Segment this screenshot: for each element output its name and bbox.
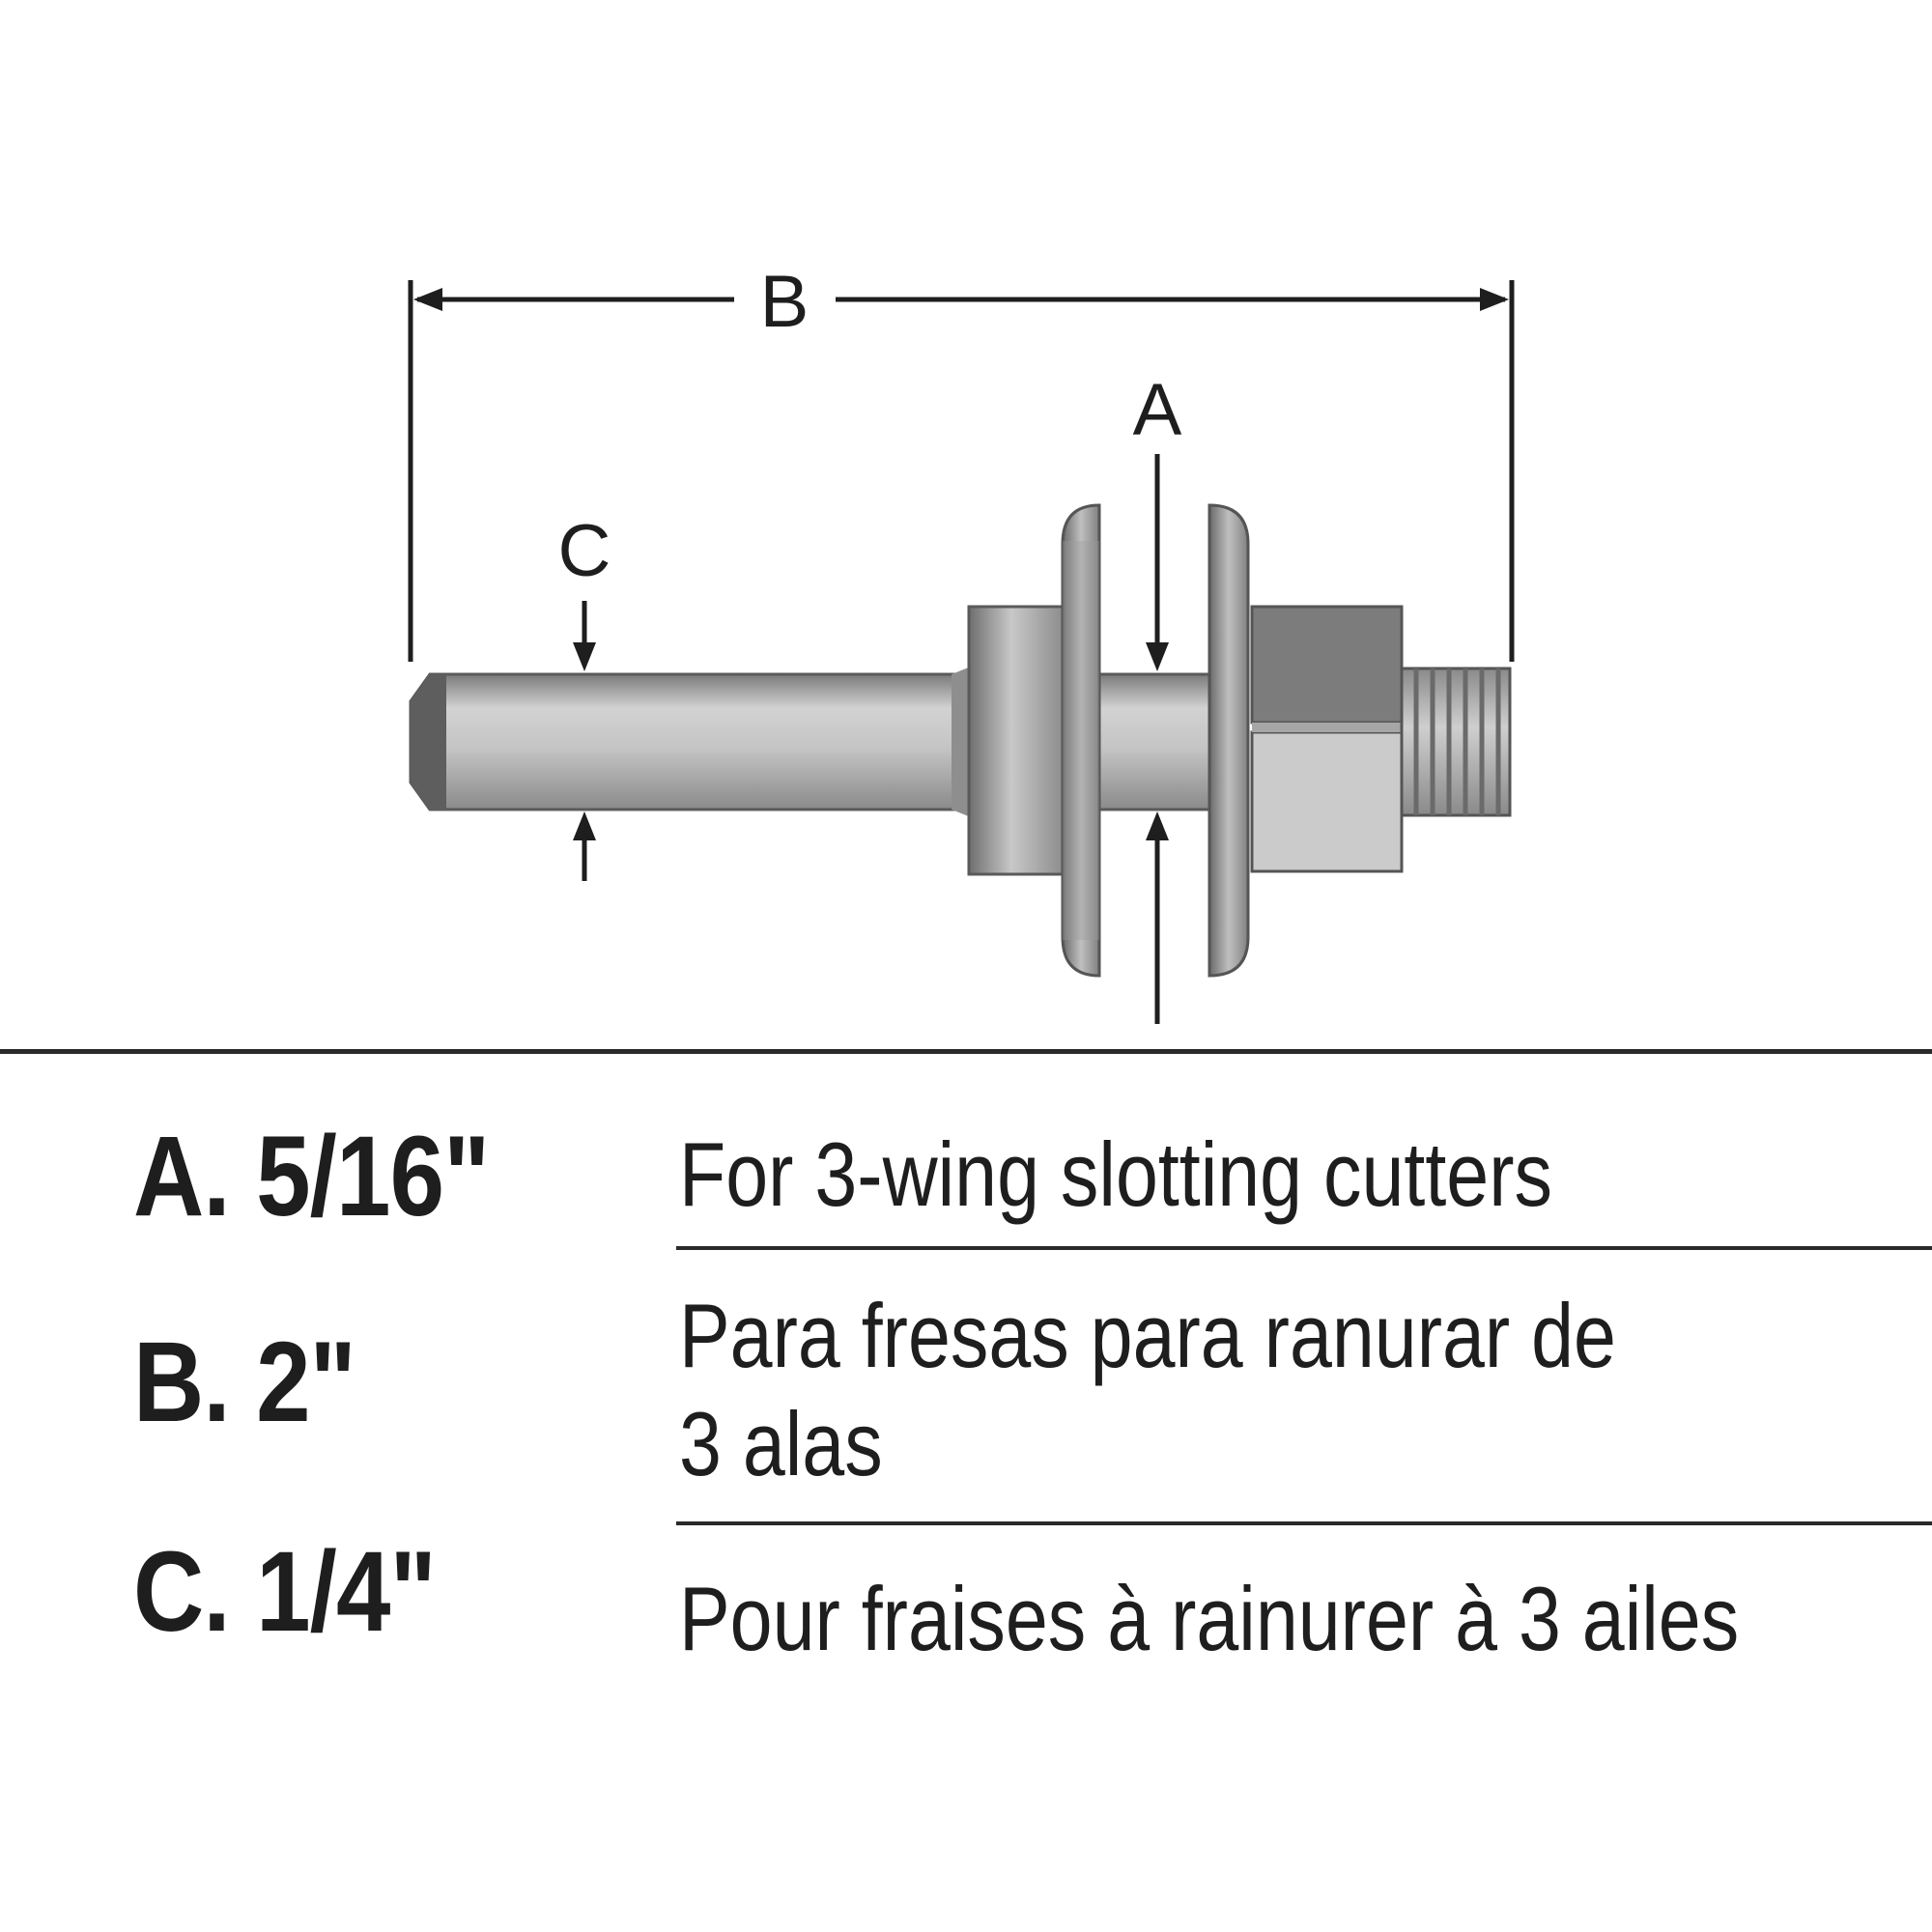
arbor-diagram: B A C (408, 261, 1515, 1024)
collar (967, 605, 1065, 876)
spec-divider-1 (676, 1246, 1932, 1250)
threaded-end (1400, 667, 1512, 817)
spec-text-french: Pour fraises à rainurer à 3 ailes (679, 1568, 1740, 1669)
right-washer (1208, 503, 1250, 978)
spec-text-spanish: Para fresas para ranurar de 3 alas (679, 1285, 1616, 1494)
spec-text-english: For 3-wing slotting cutters (679, 1123, 1552, 1225)
left-washer (1061, 503, 1101, 978)
shank (409, 665, 976, 819)
dimension-c (573, 601, 596, 881)
dimension-c-label: C (558, 510, 611, 592)
dimension-a (1146, 454, 1169, 1024)
dimension-b (408, 280, 1515, 662)
spec-code-a: A. 5/16" (133, 1113, 490, 1240)
spec-code-b: B. 2" (133, 1319, 356, 1446)
dimension-b-label: B (760, 261, 810, 343)
section-divider (0, 1049, 1932, 1054)
dimension-a-label: A (1133, 369, 1182, 451)
spec-divider-2 (676, 1521, 1932, 1525)
arbor-section (1097, 672, 1222, 811)
spec-code-c: C. 1/4" (133, 1528, 437, 1656)
hex-nut (1250, 605, 1404, 873)
